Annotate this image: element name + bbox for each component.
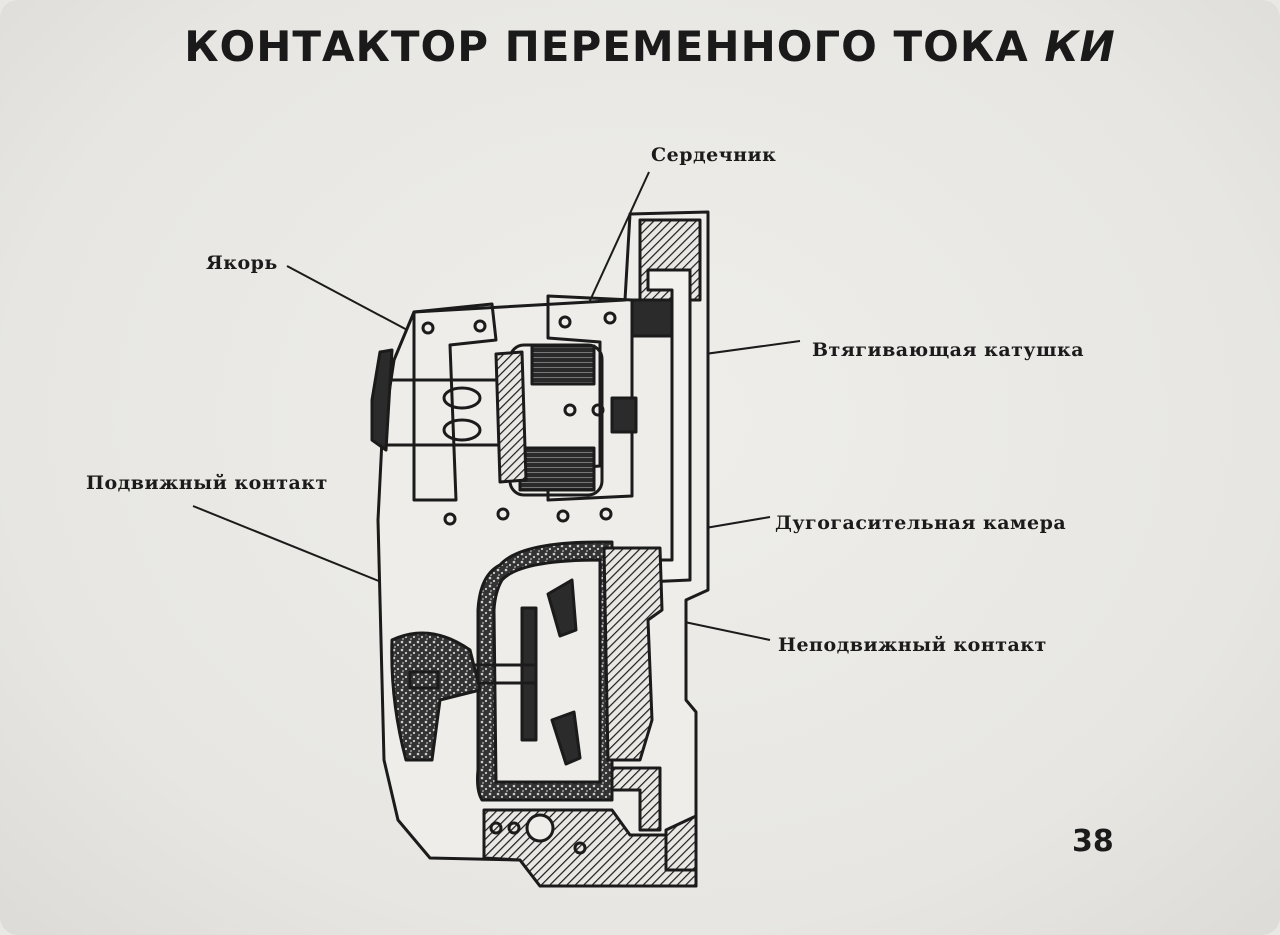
contactor-body bbox=[370, 210, 710, 888]
fixed-contact-upper bbox=[546, 578, 578, 638]
lower-pin bbox=[408, 670, 440, 690]
lower-conductor bbox=[610, 766, 662, 832]
label-arc-chamber: Дугогасительная камера bbox=[775, 512, 1067, 534]
moving-contact-bridge bbox=[520, 606, 538, 742]
leader-core bbox=[581, 171, 650, 319]
base-roller bbox=[525, 813, 555, 843]
base-screws bbox=[489, 821, 587, 855]
armature-shoe bbox=[494, 350, 528, 484]
coil-bottom bbox=[518, 446, 596, 492]
label-moving-contact: Подвижный контакт bbox=[86, 472, 328, 494]
armature-cap bbox=[370, 348, 394, 452]
title-main: КОНТАКТОР ПЕРЕМЕННОГО ТОКА bbox=[184, 22, 1029, 71]
label-pull-coil: Втягивающая катушка bbox=[812, 339, 1085, 361]
armature-hole-bottom bbox=[442, 418, 482, 442]
fixed-contact-lower bbox=[550, 710, 582, 766]
page-title: КОНТАКТОР ПЕРЕМЕННОГО ТОКА КИ bbox=[0, 22, 1280, 71]
lower-insulator bbox=[390, 631, 482, 762]
coil-top bbox=[530, 344, 596, 386]
fixed-contact-block bbox=[602, 546, 664, 762]
screws bbox=[421, 311, 617, 526]
core-clip bbox=[610, 396, 638, 434]
leader-armature bbox=[286, 265, 427, 341]
armature-plate bbox=[412, 302, 498, 502]
label-fixed-contact: Неподвижный контакт bbox=[778, 634, 1047, 656]
page-number: 38 bbox=[1072, 824, 1114, 859]
label-core: Сердечник bbox=[651, 144, 777, 166]
armature-hole-top bbox=[442, 386, 482, 410]
right-bottom-hatch bbox=[664, 814, 698, 872]
label-armature: Якорь bbox=[206, 252, 278, 274]
title-suffix: КИ bbox=[1044, 22, 1116, 71]
